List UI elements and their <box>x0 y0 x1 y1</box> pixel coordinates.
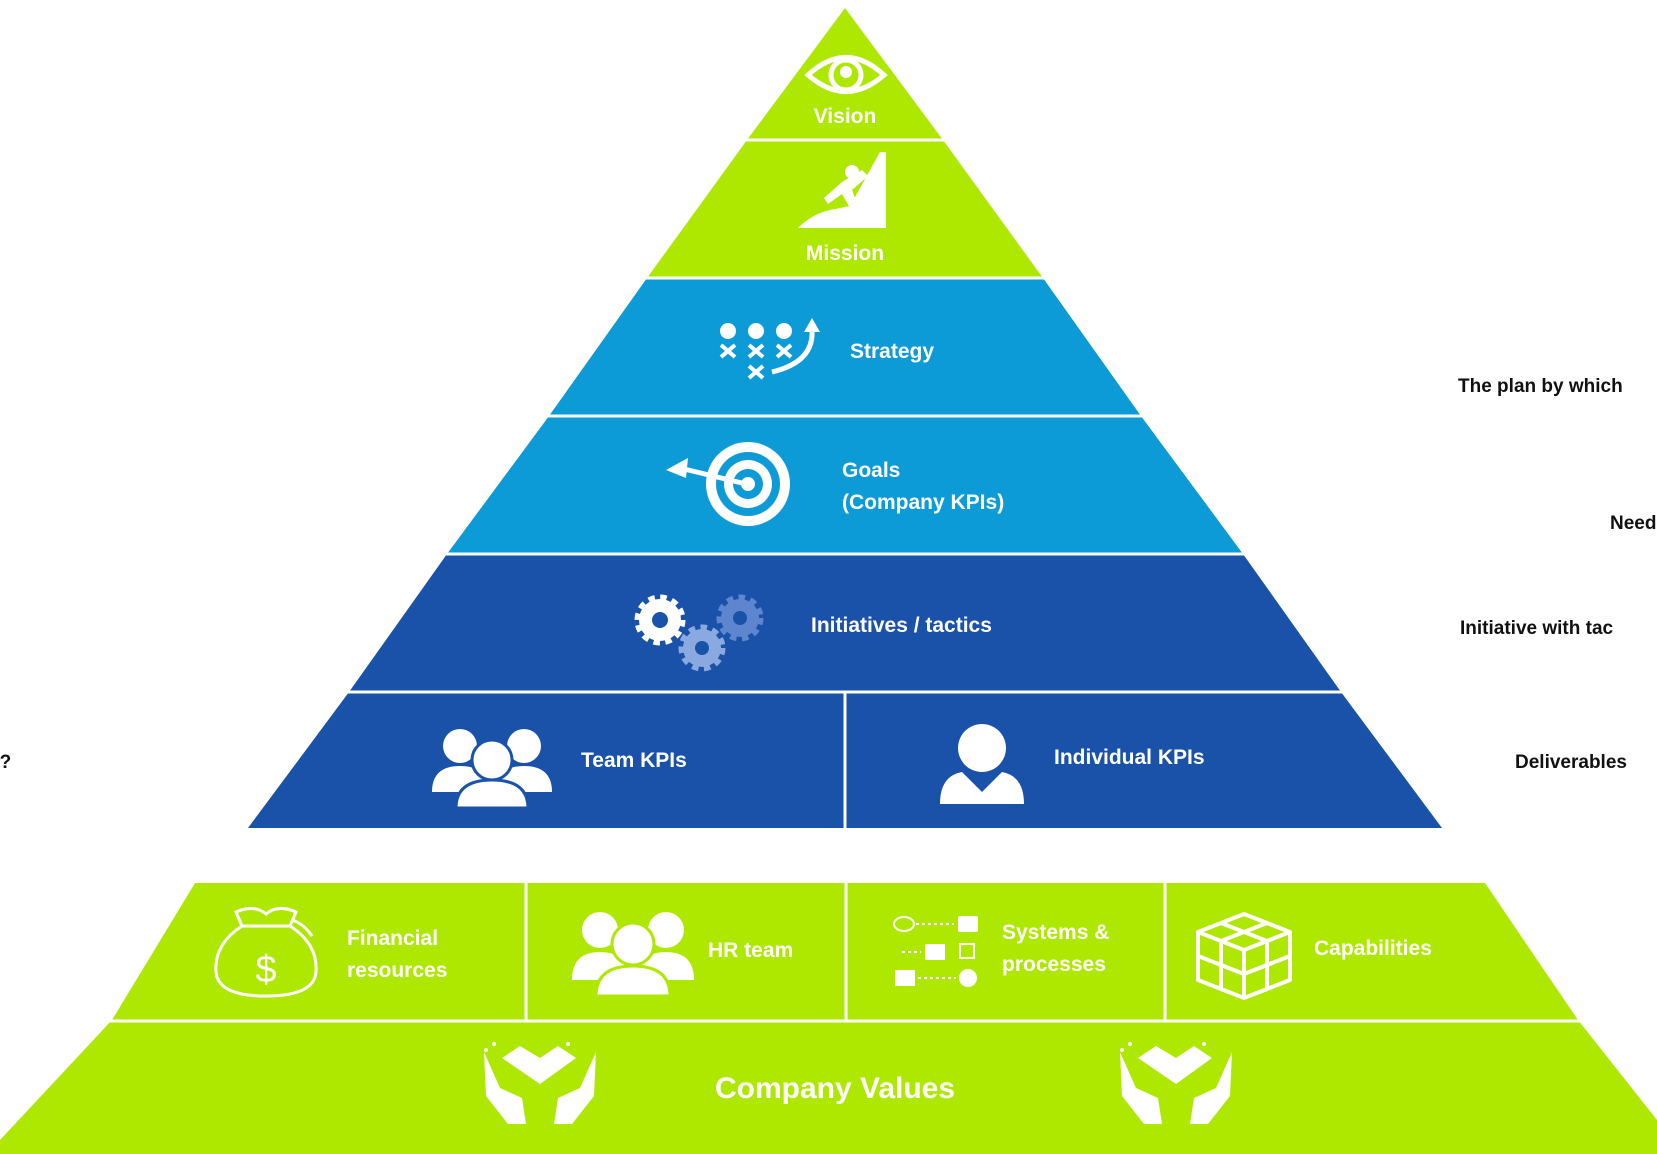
team-kpis-label: Team KPIs <box>581 749 687 772</box>
goals-tier <box>447 416 1243 554</box>
financial-sublabel: resources <box>347 959 448 982</box>
vision-label: Vision <box>813 105 877 128</box>
climber-icon <box>798 152 886 228</box>
target-icon <box>666 442 790 526</box>
deliverables-side-note: Deliverables <box>1515 752 1627 773</box>
playbook-icon <box>719 318 820 380</box>
svg-text:$: $ <box>255 949 276 991</box>
values-tier <box>0 1020 1657 1154</box>
goals-sublabel: (Company KPIs) <box>842 491 1005 514</box>
money-bag-icon: $ <box>214 907 318 998</box>
individual-kpis-label: Individual KPIs <box>1054 746 1205 769</box>
systems-label: Systems & <box>1002 921 1110 944</box>
initiatives-tier <box>349 554 1341 692</box>
eye-icon <box>804 55 888 94</box>
initiatives-side-note: Initiative with tac <box>1460 618 1614 639</box>
goals-side-note: Need <box>1610 513 1657 534</box>
company-values-label: Company Values <box>714 1072 956 1105</box>
cubes-icon <box>1196 912 1292 1000</box>
team-icon <box>432 729 552 810</box>
strategy-side-note: The plan by which <box>1458 376 1623 397</box>
strategy-label: Strategy <box>850 340 935 363</box>
financial-label: Financial <box>347 927 439 950</box>
systems-sublabel: processes <box>1002 953 1106 976</box>
person-icon <box>940 724 1024 804</box>
initiatives-label: Initiatives / tactics <box>811 614 992 637</box>
flowchart-icon <box>893 916 978 987</box>
team-icon <box>572 912 694 998</box>
strategy-tier <box>549 278 1141 416</box>
mission-label: Mission <box>805 242 885 265</box>
hands-heart-icon <box>1120 1042 1232 1124</box>
left-side-note: o? <box>0 752 12 773</box>
hr-team-label: HR team <box>708 939 794 962</box>
hands-heart-icon <box>484 1042 596 1124</box>
goals-label: Goals <box>842 459 901 482</box>
capabilities-label: Capabilities <box>1314 937 1432 960</box>
gears-icon <box>634 594 764 672</box>
